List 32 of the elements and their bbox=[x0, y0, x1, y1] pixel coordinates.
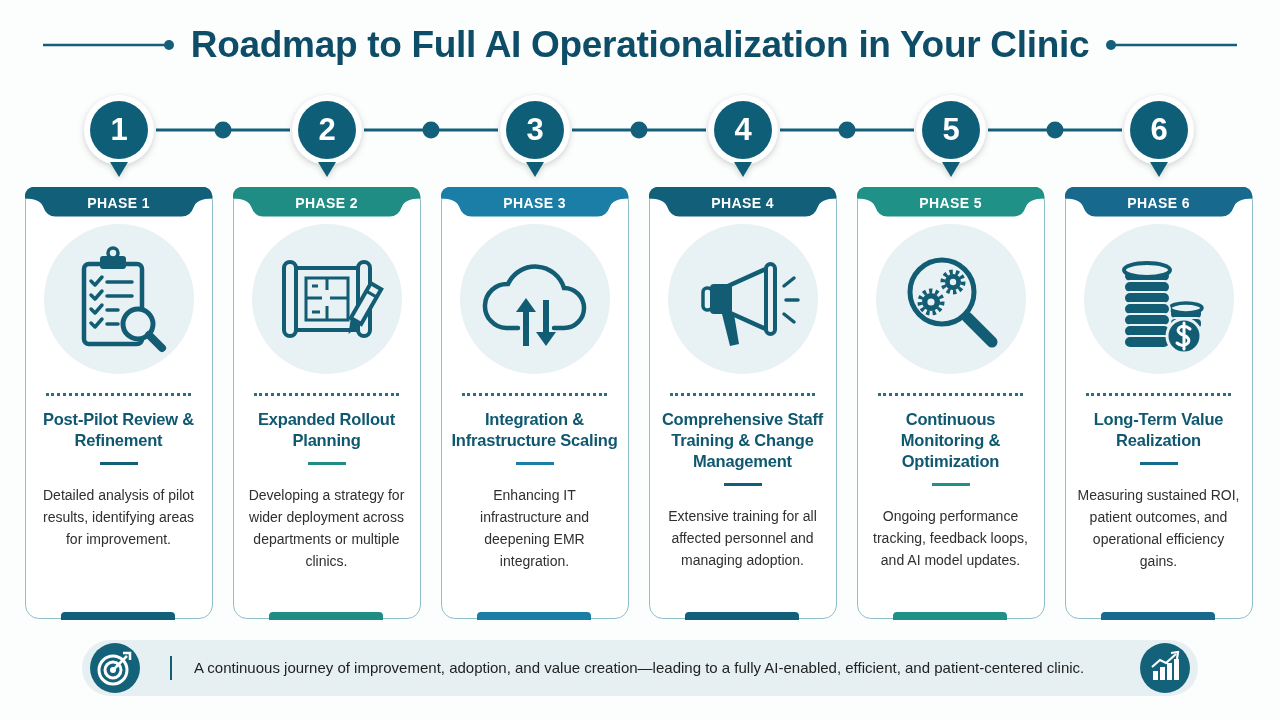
timeline-connector bbox=[362, 121, 500, 139]
phase-card bbox=[649, 187, 837, 619]
phase-description: Detailed analysis of pilot results, identifying areas for improvement. bbox=[42, 486, 195, 549]
phase-tab: PHASE 4 bbox=[648, 186, 837, 217]
phase-card bbox=[857, 187, 1045, 619]
phase-title: Post-Pilot Review & Refinement bbox=[41, 409, 196, 451]
phase-card bbox=[233, 187, 421, 619]
timeline-connector bbox=[778, 121, 916, 139]
phase-card bbox=[441, 187, 629, 619]
phase-description: Extensive training for all affected personnel and managing adoption. bbox=[667, 507, 818, 570]
phase-description: Ongoing performance tracking, feedback loops, and AI model updates. bbox=[872, 507, 1029, 570]
phase-title: Integration & Infrastructure Scaling bbox=[450, 409, 619, 451]
phase-tab: PHASE 6 bbox=[1064, 186, 1253, 217]
phase-tab: PHASE 3 bbox=[440, 186, 629, 217]
phase-tab: PHASE 5 bbox=[856, 186, 1045, 217]
timeline-connector bbox=[986, 121, 1124, 139]
phase-tab: PHASE 1 bbox=[24, 186, 213, 217]
phase-card bbox=[25, 187, 213, 619]
summary-banner bbox=[82, 640, 1198, 696]
timeline-connector bbox=[570, 121, 708, 139]
phase-title: Long-Term Value Realization bbox=[1092, 409, 1225, 451]
phase-card bbox=[1065, 187, 1253, 619]
phase-title: Continuous Monitoring & Optimization bbox=[899, 409, 1002, 472]
summary-text: A continuous journey of improvement, adoption, and value creation—leading to a fully AI-enabled, efficient, and patient-centered clinic. bbox=[194, 658, 1085, 678]
phase-title: Comprehensive Staff Training & Change Management bbox=[660, 409, 825, 472]
phase-description: Enhancing IT infrastructure and deepening EMR integration. bbox=[479, 486, 590, 571]
timeline-connector bbox=[154, 121, 292, 139]
phase-title: Expanded Rollout Planning bbox=[256, 409, 397, 451]
page-title: Roadmap to Full AI Operationalization in Your Clinic bbox=[190, 24, 1090, 66]
phase-description: Measuring sustained ROI, patient outcomes, and operational efficiency gains. bbox=[1076, 486, 1241, 571]
phase-tab: PHASE 2 bbox=[232, 186, 421, 217]
phase-description: Developing a strategy for wider deployment across departments or multiple clinics. bbox=[247, 486, 406, 571]
